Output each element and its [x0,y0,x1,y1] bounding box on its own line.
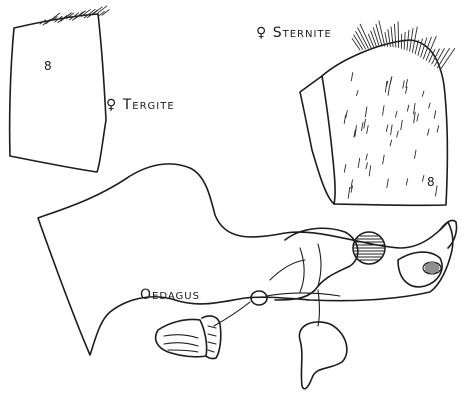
oedagus-label: Oedagus [140,288,200,302]
bristle-stroke [403,81,405,88]
bristle-stroke [383,106,385,116]
bristle-stroke [351,73,353,81]
bristle-stroke [367,125,369,133]
bristle-stroke [401,120,403,130]
bristle-stroke [369,166,371,176]
tergite-label: ♀ Tergite [106,98,175,112]
bristle-stroke [429,103,431,108]
bristle-stroke [417,114,419,121]
bristle-stroke [434,111,436,119]
bristle-stroke [361,122,363,130]
bristle-stroke [383,155,385,164]
bristle-stroke [366,163,368,169]
bristle-stroke [415,40,418,54]
bristle-stroke [358,158,360,167]
sternite-setae [344,73,438,199]
bristle-stroke [388,86,390,96]
bristle-stroke [344,115,346,124]
bristle-stroke [398,22,399,48]
tergite-plate [10,6,110,172]
appendage [156,316,221,359]
bristle-stroke [422,175,424,181]
bristle-stroke [348,187,350,198]
bristle-stroke [373,28,379,47]
bristle-stroke [371,31,377,47]
sternite-label: ♀ Sternite [256,26,332,40]
bristle-stroke [352,38,360,50]
bristle-stroke [379,21,385,46]
bristle-stroke [435,186,437,196]
sternite-segment-number: 8 [427,176,435,188]
bristle-stroke [437,126,439,132]
abdomen-outline [38,164,453,355]
bristle-stroke [406,179,408,185]
bristle-stroke [391,27,393,47]
bristle-stroke [386,125,388,132]
bristle-stroke [376,24,382,46]
bristle-stroke [344,165,346,173]
bristle-stroke [346,110,348,117]
bristle-stroke [395,111,397,117]
bristle-stroke [365,107,367,117]
bristle-stroke [394,24,395,47]
bristle-stroke [391,125,393,135]
bristle-stroke [356,91,358,96]
bristle-stroke [427,129,429,135]
bristle-stroke [404,32,405,49]
hatched-gland [425,264,439,272]
bristle-stroke [407,105,409,111]
bristle-stroke [387,179,389,188]
bristle-stroke [422,91,424,96]
sternite-bristles [352,21,455,70]
internal-structures [270,220,457,300]
bristle-stroke [366,154,368,160]
bristle-stroke [397,131,399,137]
bristle-stroke [415,150,417,158]
bristle-stroke [423,37,431,59]
tergite-segment-number: 8 [44,60,52,72]
bristle-stroke [364,119,366,128]
oedagus-structure [214,290,347,389]
bristle-stroke [390,140,392,146]
hatched-sac [354,236,384,260]
bristle-stroke [406,80,408,88]
